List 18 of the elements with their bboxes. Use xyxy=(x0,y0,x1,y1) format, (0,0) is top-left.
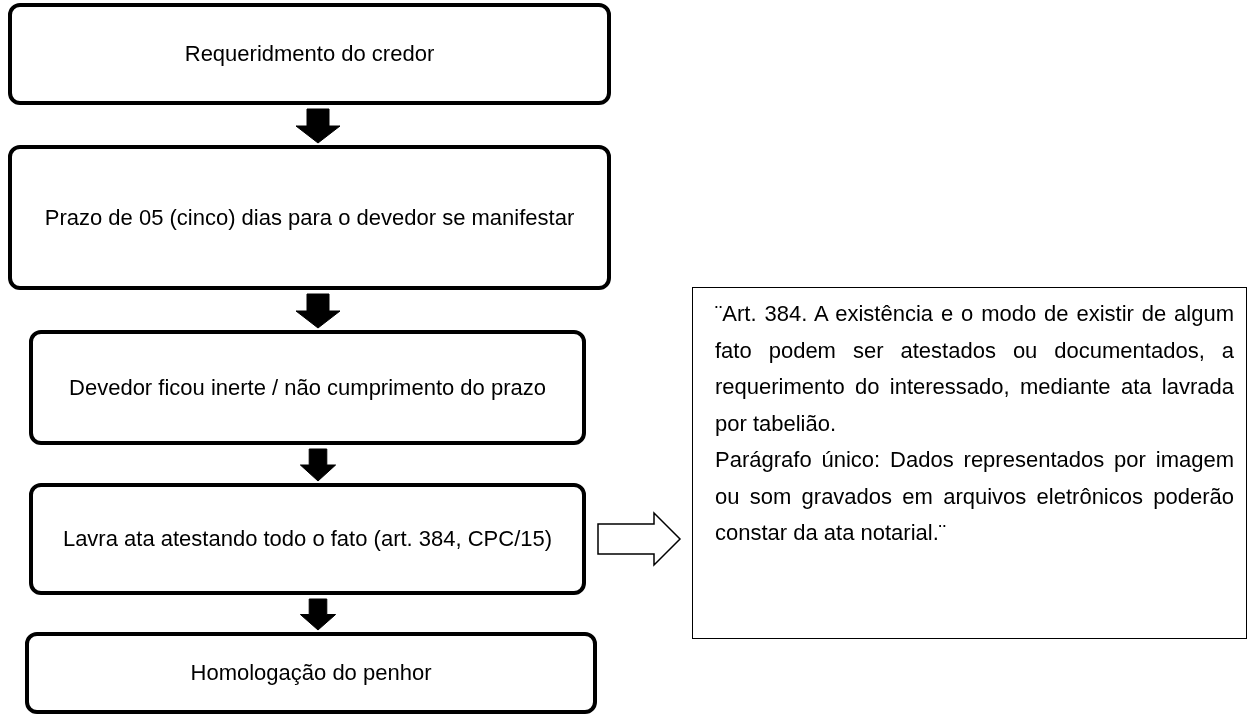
process-box xyxy=(29,483,586,595)
node-text: Homologação do penhor xyxy=(190,660,432,686)
quote-box xyxy=(692,287,1247,639)
block-arrow xyxy=(295,293,341,329)
process-box xyxy=(29,330,586,445)
process-box xyxy=(8,3,611,105)
node-text: ¨Art. 384. A existência e o modo de existir de algum fato podem ser atestados ou documentados, a requerimento do interessado, mediante ata lavrada por tabelião. xyxy=(715,300,1234,438)
node-text: Requeridmento do credor xyxy=(184,41,435,67)
block-arrow xyxy=(299,598,337,631)
block-arrow xyxy=(299,448,337,482)
node-text: Prazo de 05 (cinco) dias para o devedor se manifestar xyxy=(44,204,575,231)
node-text: Parágrafo único: Dados representados por imagem ou som gravados em arquivos eletrônicos poderão constar da ata notarial.¨ xyxy=(715,446,1234,547)
block-arrow xyxy=(295,108,341,144)
process-box xyxy=(8,145,611,290)
process-box xyxy=(25,632,597,714)
node-text: Lavra ata atestando todo o fato (art. 384, CPC/15) xyxy=(62,526,553,552)
node-text: Devedor ficou inerte / não cumprimento do prazo xyxy=(69,374,546,401)
hollow-arrow xyxy=(597,511,682,567)
